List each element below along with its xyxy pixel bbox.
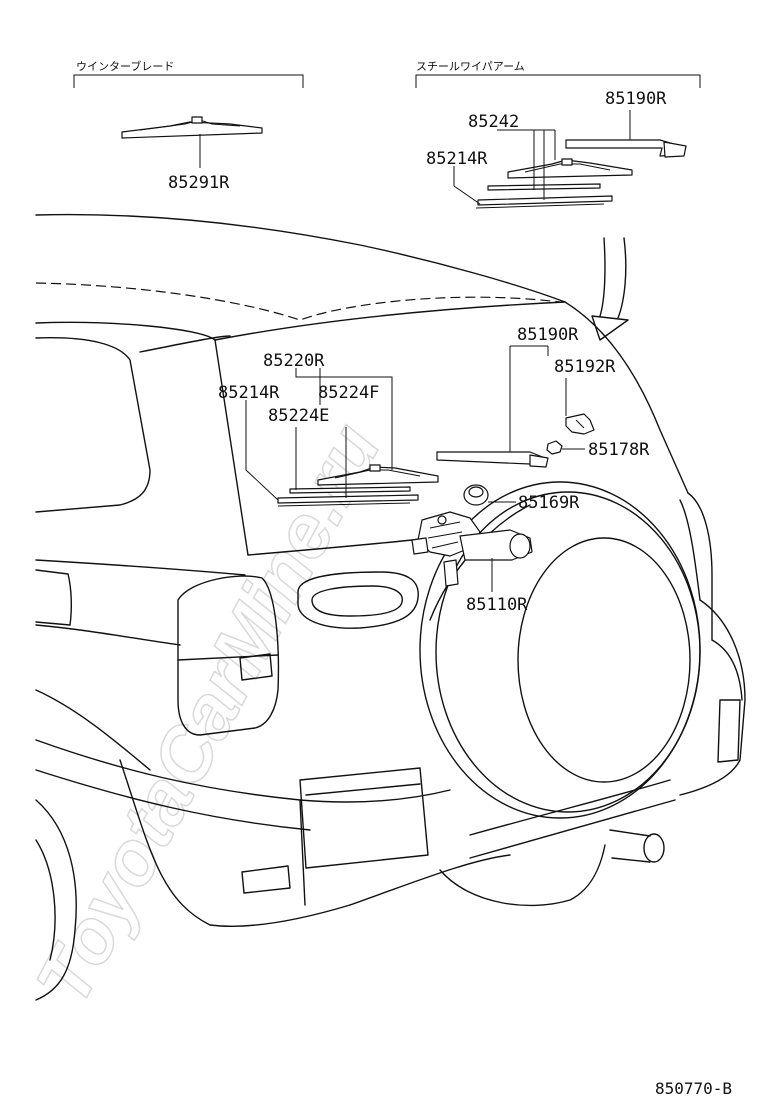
wiper-motor — [411, 511, 533, 587]
winter-blade-header-text: ウインターブレード — [76, 59, 174, 73]
vehicle-body — [35, 213, 746, 1001]
label-85291R: 85291R — [168, 173, 230, 193]
steel-arm-header: スチールワイパアーム — [415, 60, 701, 88]
label-85220R: 85220R — [263, 351, 325, 371]
arm-cap — [565, 413, 595, 435]
rear-wiper-arm — [436, 451, 549, 468]
part-labels: 85291R 85190R 85242 85214R 85220R 85214R… — [168, 89, 667, 615]
label-85192R: 85192R — [554, 357, 616, 377]
steel-arm-top — [565, 139, 687, 158]
label-85110R: 85110R — [466, 595, 528, 615]
rear-blade — [277, 464, 439, 507]
winter-blade-header: ウインターブレード — [73, 59, 304, 88]
label-85178R: 85178R — [588, 440, 650, 460]
label-85242: 85242 — [468, 112, 519, 132]
label-85224F: 85224F — [318, 383, 379, 403]
label-85214R-top: 85214R — [426, 149, 488, 169]
steel-blade-top — [475, 158, 633, 209]
steel-arm-header-text: スチールワイパアーム — [416, 60, 525, 73]
reference-arrow — [591, 237, 629, 341]
label-85224E: 85224E — [268, 406, 329, 426]
spare-tire — [419, 481, 701, 819]
label-85190R-top: 85190R — [605, 89, 667, 109]
nut — [546, 440, 563, 455]
leader-lines — [199, 110, 631, 592]
grommet — [463, 484, 489, 506]
diagram-code: 850770-B — [655, 1079, 732, 1098]
winter-blade — [121, 116, 263, 139]
label-85214R-rear: 85214R — [218, 383, 280, 403]
label-85190R-rear: 85190R — [517, 325, 579, 345]
label-85169R: 85169R — [518, 493, 580, 513]
